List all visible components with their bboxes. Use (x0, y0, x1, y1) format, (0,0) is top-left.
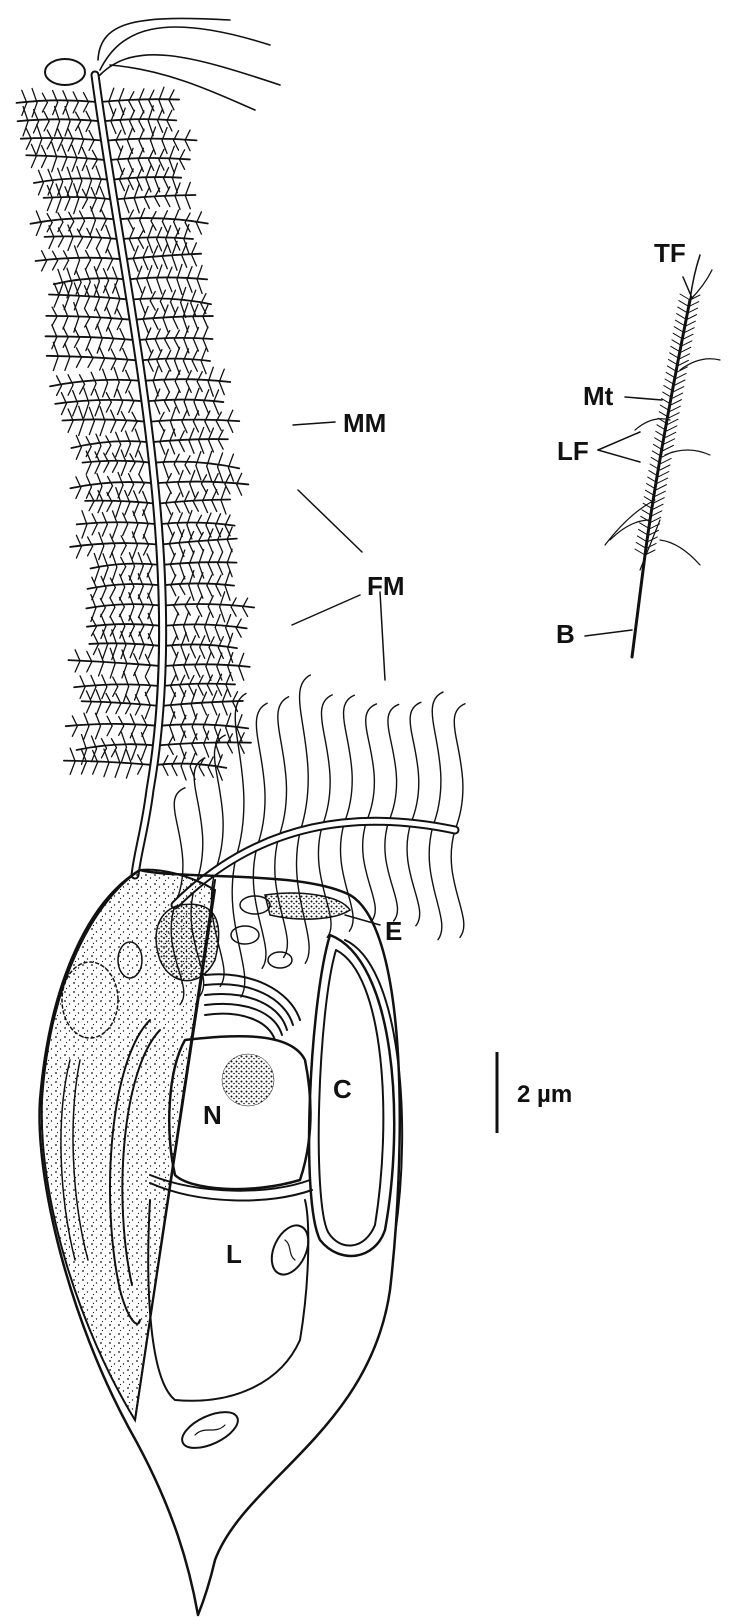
mastigoneme-tuft (70, 532, 160, 560)
mastigoneme-tuft (64, 748, 154, 778)
mastigoneme-tuft (117, 208, 208, 234)
mastigoneme-tufts (16, 87, 254, 780)
mastigoneme-tuft (30, 206, 117, 235)
scale-bar-label: 2 µm (517, 1081, 572, 1108)
mastigoneme-tuft (44, 225, 120, 253)
mastigoneme-tuft (86, 593, 162, 622)
mastigoneme-tuft (77, 732, 157, 764)
mastigoneme-tuft (124, 241, 202, 271)
label-e: E (385, 916, 402, 946)
mastigoneme-tuft (148, 407, 240, 436)
mastigoneme-tuft (161, 549, 237, 579)
mastigoneme-tuft (70, 472, 154, 499)
scale-bar: 2 µm (497, 1052, 572, 1133)
mastigoneme-tuft (68, 648, 162, 678)
mastigoneme-tuft (158, 511, 234, 539)
mastigoneme-tuft (114, 182, 196, 212)
label-c: C (333, 1074, 352, 1104)
mastigoneme-tuft (155, 470, 249, 496)
mastigoneme-tuft (157, 486, 231, 514)
mastigoneme-tuft (161, 673, 235, 697)
mastigoneme-tuft (104, 127, 196, 154)
mastigoneme-tuft (66, 713, 159, 739)
label-fm: FM (367, 571, 405, 601)
mastigoneme-tuft (90, 552, 160, 582)
mastigoneme-tuft (47, 342, 140, 371)
label-b: B (556, 619, 575, 649)
label-mm: MM (343, 408, 386, 438)
mastigoneme-tuft (111, 163, 182, 192)
mastigoneme-inset (605, 255, 720, 657)
mastigoneme-tuft (87, 613, 163, 638)
mastigoneme-tuft (130, 287, 211, 318)
label-tf: TF (654, 238, 686, 268)
label-mt: Mt (583, 381, 614, 411)
mastigoneme-tuft (163, 633, 237, 663)
mastigoneme-tuft (88, 573, 162, 600)
mastigoneme-tuft (71, 429, 150, 459)
hairy-flagellum (16, 59, 254, 875)
mastigoneme-tuft (36, 246, 124, 275)
label-leader-lines (292, 277, 692, 925)
golgi-body (205, 974, 300, 1040)
inset-hairs (605, 294, 720, 565)
flagellum-tip-filaments (98, 18, 280, 110)
label-n: N (203, 1100, 222, 1130)
label-l: L (226, 1239, 242, 1269)
mastigoneme-tuft (150, 427, 228, 454)
mastigoneme-tuft (46, 303, 133, 333)
mastigoneme-tuft (99, 87, 179, 115)
label-lf: LF (557, 436, 589, 466)
mastigoneme-tuft (77, 510, 159, 539)
mastigoneme-tuft (142, 366, 230, 396)
cell-body (40, 870, 403, 1615)
